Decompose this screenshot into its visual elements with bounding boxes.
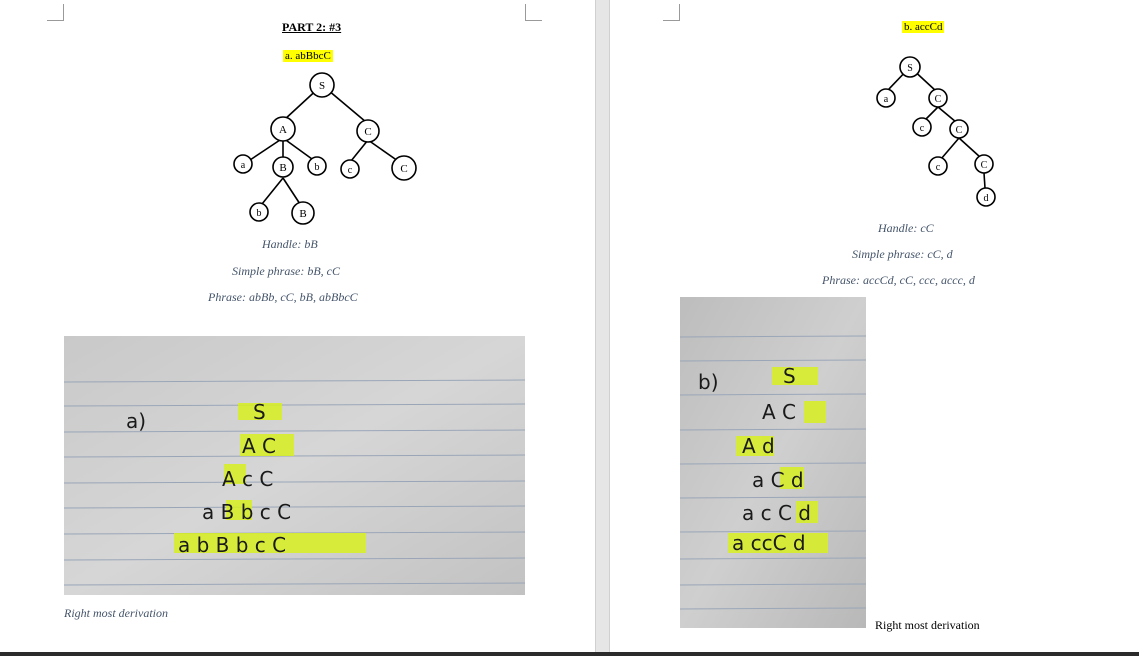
derivation-photo-a: a) S A C A c C a B b c C a b B b c C	[64, 336, 525, 595]
tree-node	[876, 88, 896, 108]
tree-node-label: C	[935, 94, 942, 105]
derivation-line: A c C	[222, 467, 273, 491]
handle-text: Handle: bB	[262, 237, 318, 251]
derivation-photo-b: b) S A C A d a C d a c C d a ccC d	[680, 297, 866, 628]
tree-node-label: C	[400, 163, 407, 175]
derivation-line: A C	[762, 400, 796, 424]
tree-node	[233, 154, 253, 174]
tree-node	[340, 159, 360, 179]
tree-node	[899, 56, 921, 78]
tree-node	[291, 201, 315, 225]
tree-node-label: C	[956, 125, 963, 136]
tree-node-label: b	[315, 162, 320, 173]
tree-node-label: a	[884, 94, 889, 105]
window-bottom-edge	[0, 652, 1139, 656]
tree-node-label: S	[907, 63, 913, 74]
item-label-b: b. accCd	[902, 21, 945, 33]
derivation-caption-b: Right most derivation	[875, 618, 980, 632]
tree-node	[309, 72, 335, 98]
parse-tree-a: S A C a B b c C b B	[233, 72, 417, 225]
derivation-line: a C d	[752, 468, 804, 492]
derivation-line: a c C d	[742, 501, 811, 525]
tree-node-label: S	[319, 80, 325, 92]
tree-node	[356, 119, 380, 143]
tree-node-label: C	[981, 160, 988, 171]
crop-mark-top-left	[47, 4, 64, 21]
tree-node-label: b	[257, 208, 262, 219]
tree-node	[928, 88, 948, 108]
simple-phrase-text: Simple phrase: cC, d	[852, 247, 953, 261]
tree-node-label: A	[279, 124, 287, 136]
tree-node-label: d	[984, 193, 989, 204]
tree-node	[912, 117, 932, 137]
derivation-line: A C	[242, 434, 276, 458]
tree-node	[928, 156, 948, 176]
part-heading: PART 2: #3	[282, 20, 342, 34]
crop-mark-top-left	[663, 4, 680, 21]
phrase-text: Phrase: accCd, cC, ccc, accc, d	[822, 273, 975, 287]
tree-node-label: c	[920, 123, 925, 134]
phrase-text: Phrase: abBb, cC, bB, abBbcC	[208, 290, 358, 304]
derivation-line: S	[783, 364, 796, 388]
crop-mark-top-right	[525, 4, 542, 21]
handle-text: Handle: cC	[878, 221, 934, 235]
derivation-caption-a: Right most derivation	[64, 606, 168, 620]
simple-phrase-text: Simple phrase: bB, cC	[232, 264, 340, 278]
derivation-label-a: a)	[126, 409, 146, 433]
tree-node	[391, 155, 417, 181]
tree-node	[949, 119, 969, 139]
tree-node	[976, 187, 996, 207]
page-gutter	[595, 0, 610, 652]
tree-node-label: B	[279, 162, 286, 174]
item-label-a: a. abBbcC	[283, 50, 333, 62]
derivation-line: a b B b c C	[178, 533, 286, 557]
derivation-line: a B b c C	[202, 500, 291, 524]
derivation-line: A d	[742, 434, 775, 458]
derivation-line: S	[253, 400, 266, 424]
right-document-page: b. accCd S a C c C c C	[610, 0, 1139, 652]
tree-node	[272, 156, 294, 178]
left-document-page: PART 2: #3 a. abBbcC S	[47, 4, 542, 620]
tree-node	[974, 154, 994, 174]
tree-node	[307, 156, 327, 176]
derivation-line: a ccC d	[732, 531, 806, 555]
tree-node-label: c	[348, 165, 353, 176]
tree-node-label: a	[241, 160, 246, 171]
tree-node-label: c	[936, 162, 941, 173]
parse-tree-b: S a C c C c C d	[876, 56, 996, 207]
tree-node-label: B	[299, 208, 306, 220]
tree-node-label: C	[364, 126, 371, 138]
tree-node	[270, 116, 296, 142]
tree-node	[249, 202, 269, 222]
derivation-label-b: b)	[698, 370, 719, 394]
